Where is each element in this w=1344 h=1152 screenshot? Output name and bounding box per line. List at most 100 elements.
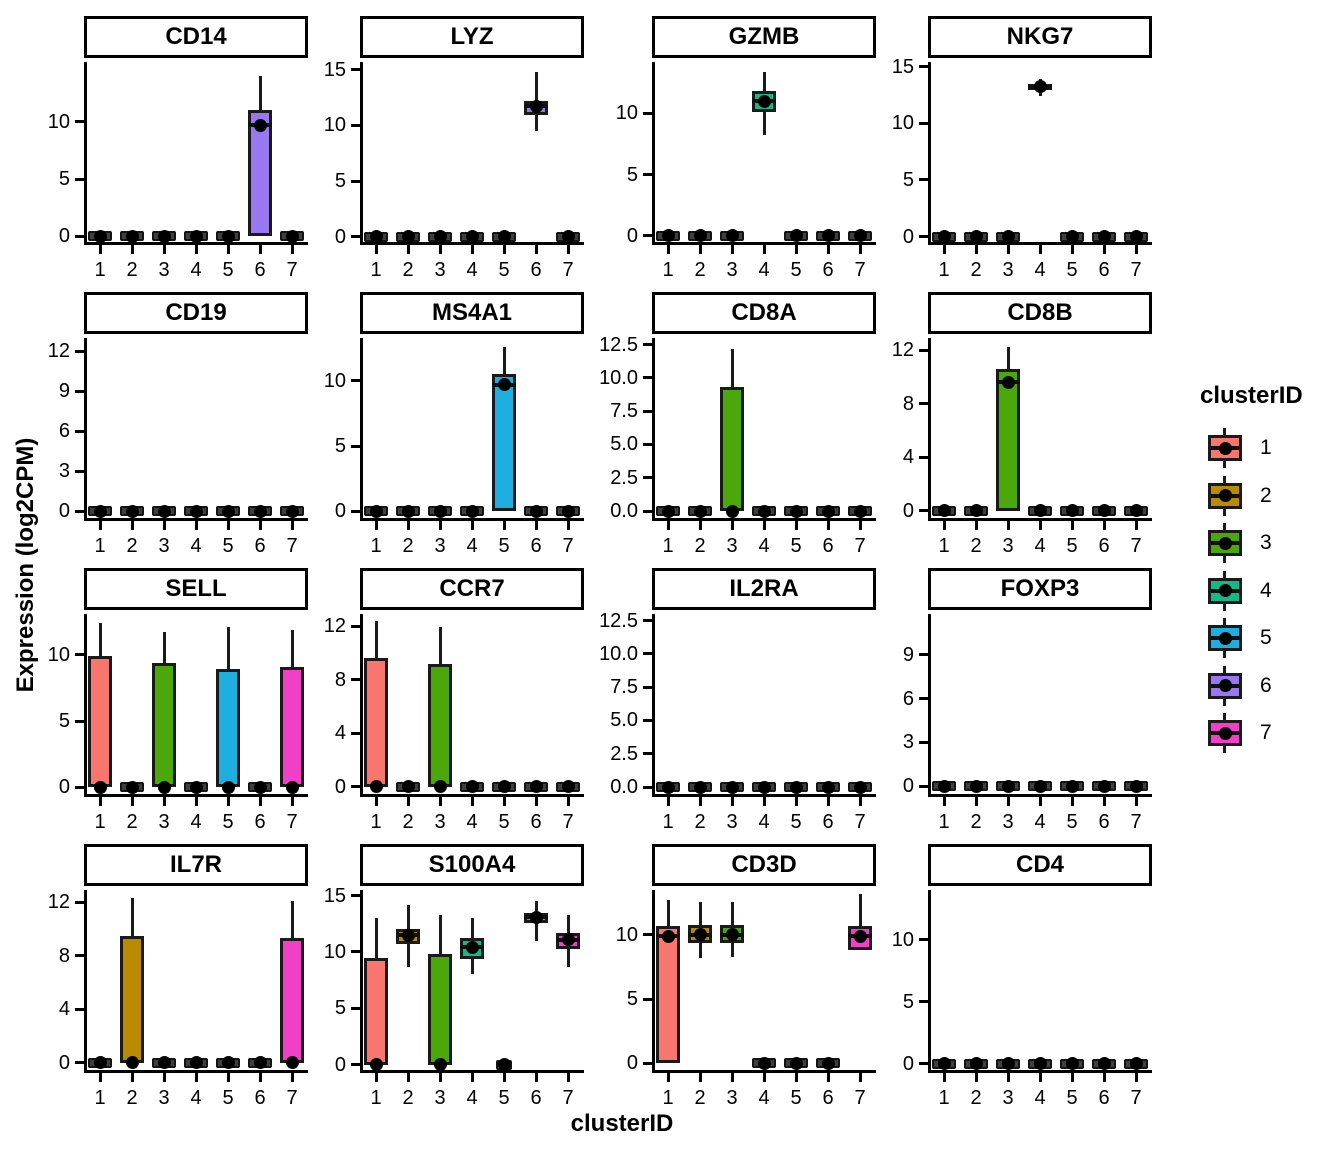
median-dot (221, 1056, 235, 1070)
x-tick-label: 5 (222, 811, 234, 833)
x-tick-label: 4 (1034, 535, 1046, 557)
median-dot (285, 229, 299, 243)
median-dot (1097, 1057, 1111, 1071)
x-tick-mark (130, 521, 134, 530)
x-tick-mark (942, 521, 946, 530)
boxplot-box (656, 925, 680, 1064)
x-tick-mark (290, 1073, 294, 1082)
median-dot (285, 780, 299, 794)
x-tick-label: 1 (938, 535, 950, 557)
plot-area (360, 62, 584, 245)
x-tick-label: 5 (790, 811, 802, 833)
legend-key-whisker-bottom (1223, 745, 1226, 753)
y-tick-label: 8 (334, 668, 346, 691)
y-tick-label: 8 (902, 392, 914, 415)
y-tick-label: 12.5 (599, 609, 638, 632)
median-dot (465, 940, 479, 954)
upper-whisker (470, 918, 474, 939)
median-dot (1033, 504, 1047, 518)
x-tick-label: 3 (726, 259, 738, 281)
y-tick-mark (643, 111, 652, 115)
y-tick-mark (919, 509, 928, 513)
median-dot (969, 504, 983, 518)
x-tick-mark (762, 245, 766, 254)
y-tick-mark (75, 389, 84, 393)
panel-strip: CCR7 (360, 568, 584, 610)
y-tick-mark (919, 697, 928, 701)
x-tick-label: 7 (562, 811, 574, 833)
x-tick-mark (1006, 521, 1010, 530)
median-dot (1033, 779, 1047, 793)
x-tick-mark (1134, 797, 1138, 806)
x-tick-mark (438, 245, 442, 254)
x-tick-mark (730, 521, 734, 530)
x-tick-label: 1 (370, 1087, 382, 1109)
x-tick-label: 7 (562, 259, 574, 281)
x-tick-label: 6 (822, 1087, 834, 1109)
y-tick-label: 10 (47, 643, 70, 666)
median-dot (661, 504, 675, 518)
median-dot (189, 780, 203, 794)
y-tick-label: 0 (334, 775, 346, 798)
legend-key-whisker-top (1223, 570, 1226, 579)
y-tick-label: 15 (323, 884, 346, 907)
legend-title: clusterID (1200, 382, 1303, 409)
y-tick-mark (643, 652, 652, 656)
median-dot (93, 1056, 107, 1070)
y-tick-mark (919, 653, 928, 657)
median-dot (369, 1058, 383, 1072)
legend-key-dot (1218, 441, 1232, 455)
y-tick-mark (643, 376, 652, 380)
x-tick-mark (406, 521, 410, 530)
y-tick-mark (919, 348, 928, 352)
x-tick-mark (1038, 1073, 1042, 1082)
x-tick-label: 4 (1034, 259, 1046, 281)
median-dot (821, 780, 835, 794)
x-tick-label: 6 (530, 1087, 542, 1109)
legend-key-whisker-bottom (1223, 555, 1226, 563)
y-tick-label: 5 (902, 168, 914, 191)
x-tick-mark (1102, 521, 1106, 530)
boxplot-box (364, 957, 388, 1065)
x-tick-label: 5 (1066, 535, 1078, 557)
x-tick-mark (438, 797, 442, 806)
y-tick-mark (351, 1063, 360, 1067)
x-tick-mark (502, 1073, 506, 1082)
legend-key-whisker-top (1223, 665, 1226, 674)
x-tick-mark (974, 797, 978, 806)
y-tick-label: 9 (902, 643, 914, 666)
x-tick-mark (98, 1073, 102, 1082)
y-tick-label: 0 (626, 224, 638, 247)
upper-whisker (290, 900, 294, 939)
y-tick-mark (351, 179, 360, 183)
y-tick-label: 5 (902, 990, 914, 1013)
y-tick-mark (919, 455, 928, 459)
y-tick-mark (919, 784, 928, 788)
x-tick-mark (762, 1073, 766, 1082)
x-tick-mark (666, 245, 670, 254)
x-tick-mark (98, 521, 102, 530)
x-tick-mark (258, 245, 262, 254)
y-tick-label: 12 (323, 615, 346, 638)
upper-whisker (162, 632, 166, 663)
upper-whisker (698, 901, 702, 925)
y-tick-label: 8 (58, 944, 70, 967)
x-tick-mark (974, 521, 978, 530)
x-tick-label: 2 (970, 1087, 982, 1109)
median-dot (497, 1058, 511, 1072)
median-dot (693, 229, 707, 243)
y-tick-label: 5 (334, 170, 346, 193)
upper-whisker (406, 904, 410, 930)
panel-title: MS4A1 (431, 299, 513, 326)
median-dot (1001, 230, 1015, 243)
median-dot (497, 378, 511, 392)
median-dot (725, 780, 739, 794)
x-tick-mark (942, 797, 946, 806)
panel-strip: GZMB (652, 16, 876, 58)
y-tick-label: 10 (323, 369, 346, 392)
median-dot (1129, 779, 1143, 793)
x-tick-label: 3 (158, 535, 170, 557)
x-tick-label: 1 (938, 811, 950, 833)
y-tick-mark (75, 429, 84, 433)
x-tick-label: 6 (1098, 1087, 1110, 1109)
